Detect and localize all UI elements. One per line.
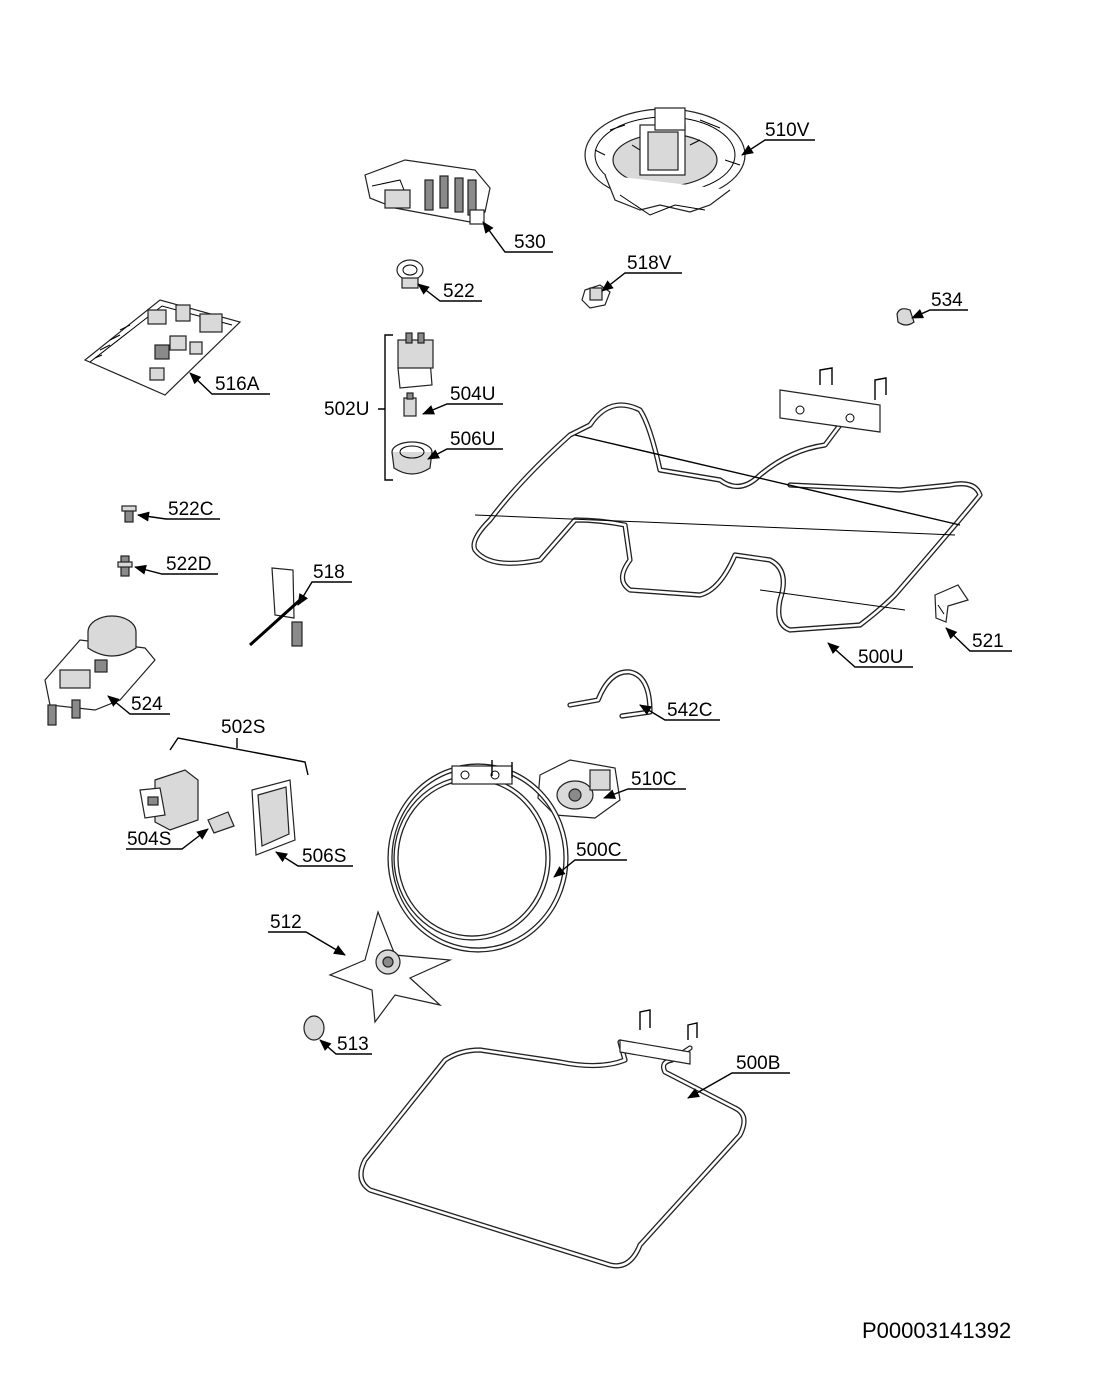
label-500c: 500C [576,840,621,861]
part-530-connector-block [364,159,491,225]
part-504s-insert [207,811,235,834]
part-502s-selector [139,769,199,831]
label-510v: 510V [765,120,810,141]
part-524-door-lock [44,615,156,726]
label-518v: 518V [627,253,672,274]
part-516a-pcb [83,299,242,396]
label-500b: 500B [736,1053,780,1074]
document-number: P00003141392 [862,1318,1011,1343]
label-500u: 500U [858,647,903,668]
label-542c: 542C [667,700,712,721]
label-524: 524 [131,694,163,715]
part-534-lamp-cap [896,308,915,326]
label-502u: 502U [324,399,369,420]
leader-lines [107,139,1012,1099]
part-500b-bottom-element [358,1009,747,1269]
part-542c-clip [567,669,653,719]
label-513: 513 [337,1034,369,1055]
part-506s-knob [251,779,296,856]
part-506u-knob [391,441,433,475]
part-510c-motor [537,759,621,819]
label-506s: 506S [302,846,346,867]
label-502s: 502S [221,717,265,738]
part-512-fan-blade [328,910,453,1024]
part-521-bracket [934,584,969,623]
part-522d-pin [117,555,133,577]
part-522-clip [396,259,424,289]
label-530: 530 [514,232,546,253]
label-534: 534 [931,290,963,311]
label-516a: 516A [215,374,260,395]
part-labels: 510V 530 522 518V 534 516A 502U 504U 506… [127,120,1004,1074]
label-522d: 522D [166,554,211,575]
label-510c: 510C [631,769,676,790]
label-504u: 504U [450,384,495,405]
part-513-nut [303,1015,325,1041]
label-518: 518 [313,562,345,583]
label-522: 522 [443,281,475,302]
part-504u-insert [403,392,417,417]
label-522c: 522C [168,499,213,520]
part-500u-grill-element [471,367,983,633]
label-506u: 506U [450,429,495,450]
part-522c-pin [121,505,137,523]
part-510v-fan-motor [584,107,746,216]
label-512: 512 [270,912,302,933]
label-504s: 504S [127,829,171,850]
part-500c-ring-element [387,760,569,953]
label-521: 521 [972,631,1004,652]
part-502u-switch [397,332,434,389]
part-518-probe [248,567,303,647]
